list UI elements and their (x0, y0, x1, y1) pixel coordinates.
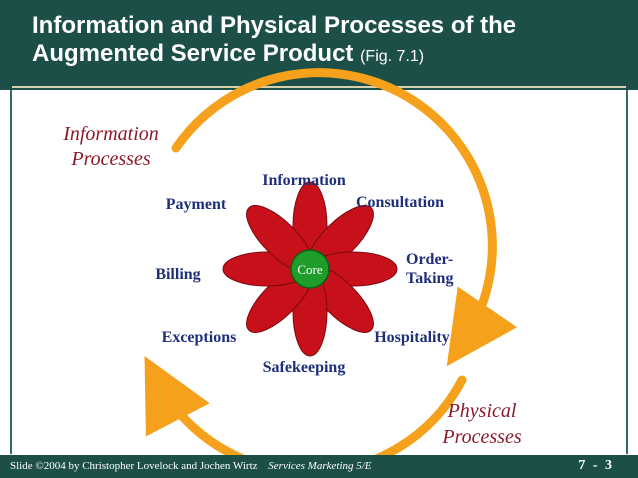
physical-processes-label-line2: Processes (441, 426, 521, 448)
slide-number: 7 - 3 (578, 458, 614, 473)
label-consultation: Consultation (356, 194, 444, 211)
left-border-line (10, 90, 12, 454)
label-hospitality: Hospitality (374, 329, 450, 346)
label-order-taking-line1: Order- (406, 251, 453, 268)
information-processes-arrow (171, 68, 518, 367)
information-processes-label-line2: Processes (70, 148, 150, 170)
footer-course: Services Marketing 5/E (268, 460, 372, 472)
label-information: Information (262, 172, 346, 189)
figure-reference: (Fig. 7.1) (360, 48, 425, 65)
physical-processes-label-line1: Physical (447, 400, 517, 422)
label-order-taking-line2: Taking (406, 270, 453, 287)
label-safekeeping: Safekeeping (263, 359, 346, 376)
label-billing: Billing (155, 266, 200, 283)
title-underline (12, 86, 626, 88)
slide-title-main: Information and Physical Processes of th… (32, 12, 517, 67)
label-exceptions: Exceptions (162, 329, 237, 346)
label-payment: Payment (166, 196, 227, 213)
information-processes-label-line1: Information (62, 123, 159, 145)
footer-bar: Slide ©2004 by Christopher Lovelock and … (0, 455, 638, 478)
footer-copyright: Slide ©2004 by Christopher Lovelock and … (10, 460, 258, 472)
core-label: Core (297, 262, 323, 277)
slide-title: Information and Physical Processes of th… (32, 12, 622, 71)
right-border-line (626, 90, 628, 454)
core-circle (290, 249, 330, 289)
footer-credit: Slide ©2004 by Christopher Lovelock and … (10, 460, 372, 472)
